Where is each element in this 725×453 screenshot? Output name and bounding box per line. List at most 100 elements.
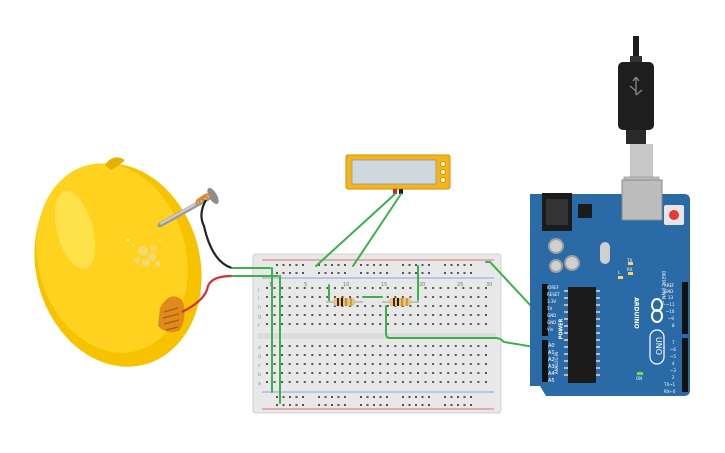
breadboard-hole[interactable] [439, 314, 442, 316]
breadboard-hole[interactable] [318, 314, 321, 316]
breadboard-hole[interactable] [318, 264, 320, 266]
breadboard-hole[interactable] [364, 314, 367, 316]
breadboard-hole[interactable] [463, 396, 466, 398]
breadboard-hole[interactable] [439, 354, 442, 356]
breadboard-hole[interactable] [450, 404, 453, 406]
breadboard-hole[interactable] [333, 381, 336, 383]
breadboard-hole[interactable] [417, 354, 419, 356]
breadboard-hole[interactable] [386, 305, 389, 307]
wire-to-a0[interactable] [385, 305, 547, 350]
breadboard-hole[interactable] [439, 296, 442, 298]
breadboard-hole[interactable] [379, 396, 382, 398]
breadboard-hole[interactable] [477, 296, 480, 298]
breadboard-hole[interactable] [303, 363, 306, 365]
breadboard-hole[interactable] [379, 305, 382, 307]
breadboard-hole[interactable] [408, 272, 411, 274]
breadboard-hole[interactable] [454, 363, 457, 365]
breadboard-hole[interactable] [447, 323, 450, 325]
breadboard-hole[interactable] [421, 396, 424, 398]
breadboard-hole[interactable] [409, 305, 412, 307]
breadboard-hole[interactable] [417, 381, 419, 383]
breadboard-hole[interactable] [281, 354, 284, 356]
breadboard-hole[interactable] [288, 381, 291, 383]
breadboard-hole[interactable] [371, 345, 374, 347]
breadboard-hole[interactable] [318, 323, 321, 325]
breadboard-hole[interactable] [386, 372, 389, 374]
breadboard-hole[interactable] [373, 404, 375, 406]
breadboard-hole[interactable] [415, 404, 417, 406]
breadboard-hole[interactable] [349, 345, 352, 347]
breadboard-hole[interactable] [462, 363, 465, 365]
breadboard-hole[interactable] [417, 305, 419, 307]
breadboard-hole[interactable] [288, 354, 291, 356]
breadboard-hole[interactable] [288, 305, 291, 307]
breadboard-hole[interactable] [386, 404, 388, 406]
breadboard-hole[interactable] [288, 323, 291, 325]
breadboard-hole[interactable] [281, 345, 284, 347]
breadboard-hole[interactable] [289, 396, 291, 398]
breadboard-hole[interactable] [402, 264, 404, 266]
breadboard-hole[interactable] [288, 363, 291, 365]
breadboard-hole[interactable] [447, 314, 450, 316]
breadboard-hole[interactable] [401, 363, 404, 365]
breadboard-hole[interactable] [364, 363, 367, 365]
breadboard-hole[interactable] [349, 323, 352, 325]
breadboard-hole[interactable] [432, 381, 435, 383]
breadboard-hole[interactable] [360, 264, 362, 266]
breadboard-hole[interactable] [281, 314, 284, 316]
breadboard-hole[interactable] [324, 396, 327, 398]
breadboard-hole[interactable] [364, 354, 367, 356]
breadboard-hole[interactable] [266, 354, 268, 356]
breadboard-hole[interactable] [282, 404, 285, 406]
breadboard-hole[interactable] [302, 264, 304, 266]
breadboard-hole[interactable] [296, 305, 299, 307]
wire-meter-1[interactable] [315, 193, 396, 267]
breadboard-hole[interactable] [296, 314, 299, 316]
breadboard-hole[interactable] [333, 354, 336, 356]
breadboard-hole[interactable] [349, 363, 352, 365]
breadboard-hole[interactable] [333, 372, 336, 374]
breadboard-hole[interactable] [484, 305, 487, 307]
breadboard-hole[interactable] [281, 305, 284, 307]
breadboard-hole[interactable] [273, 372, 276, 374]
copper-electrode[interactable] [158, 296, 185, 333]
breadboard-hole[interactable] [349, 314, 352, 316]
breadboard-hole[interactable] [409, 296, 412, 298]
breadboard-hole[interactable] [349, 372, 352, 374]
breadboard-hole[interactable] [288, 345, 291, 347]
breadboard-hole[interactable] [331, 404, 333, 406]
breadboard-hole[interactable] [281, 372, 284, 374]
breadboard-hole[interactable] [266, 305, 268, 307]
breadboard-hole[interactable] [356, 354, 359, 356]
breadboard-hole[interactable] [302, 396, 304, 398]
breadboard-hole[interactable] [356, 287, 359, 289]
breadboard-hole[interactable] [477, 345, 480, 347]
breadboard-hole[interactable] [296, 287, 299, 289]
breadboard-hole[interactable] [318, 404, 320, 406]
breadboard-hole[interactable] [296, 345, 299, 347]
breadboard-hole[interactable] [266, 345, 268, 347]
breadboard-hole[interactable] [344, 404, 346, 406]
breadboard-hole[interactable] [469, 296, 472, 298]
breadboard-hole[interactable] [282, 272, 285, 274]
breadboard-hole[interactable] [386, 354, 389, 356]
breadboard-hole[interactable] [432, 363, 435, 365]
breadboard-hole[interactable] [333, 323, 336, 325]
breadboard-hole[interactable] [386, 381, 389, 383]
breadboard-hole[interactable] [341, 287, 344, 289]
breadboard-hole[interactable] [326, 381, 329, 383]
breadboard-hole[interactable] [333, 305, 336, 307]
breadboard-hole[interactable] [281, 381, 284, 383]
breadboard-hole[interactable] [324, 404, 327, 406]
breadboard-hole[interactable] [477, 314, 480, 316]
breadboard-hole[interactable] [318, 372, 321, 374]
breadboard-hole[interactable] [371, 305, 374, 307]
breadboard-hole[interactable] [394, 296, 397, 298]
breadboard-hole[interactable] [401, 296, 404, 298]
breadboard-hole[interactable] [331, 272, 333, 274]
breadboard-hole[interactable] [344, 272, 346, 274]
breadboard-hole[interactable] [341, 354, 344, 356]
breadboard-hole[interactable] [421, 264, 424, 266]
breadboard-hole[interactable] [469, 323, 472, 325]
breadboard-hole[interactable] [371, 287, 374, 289]
